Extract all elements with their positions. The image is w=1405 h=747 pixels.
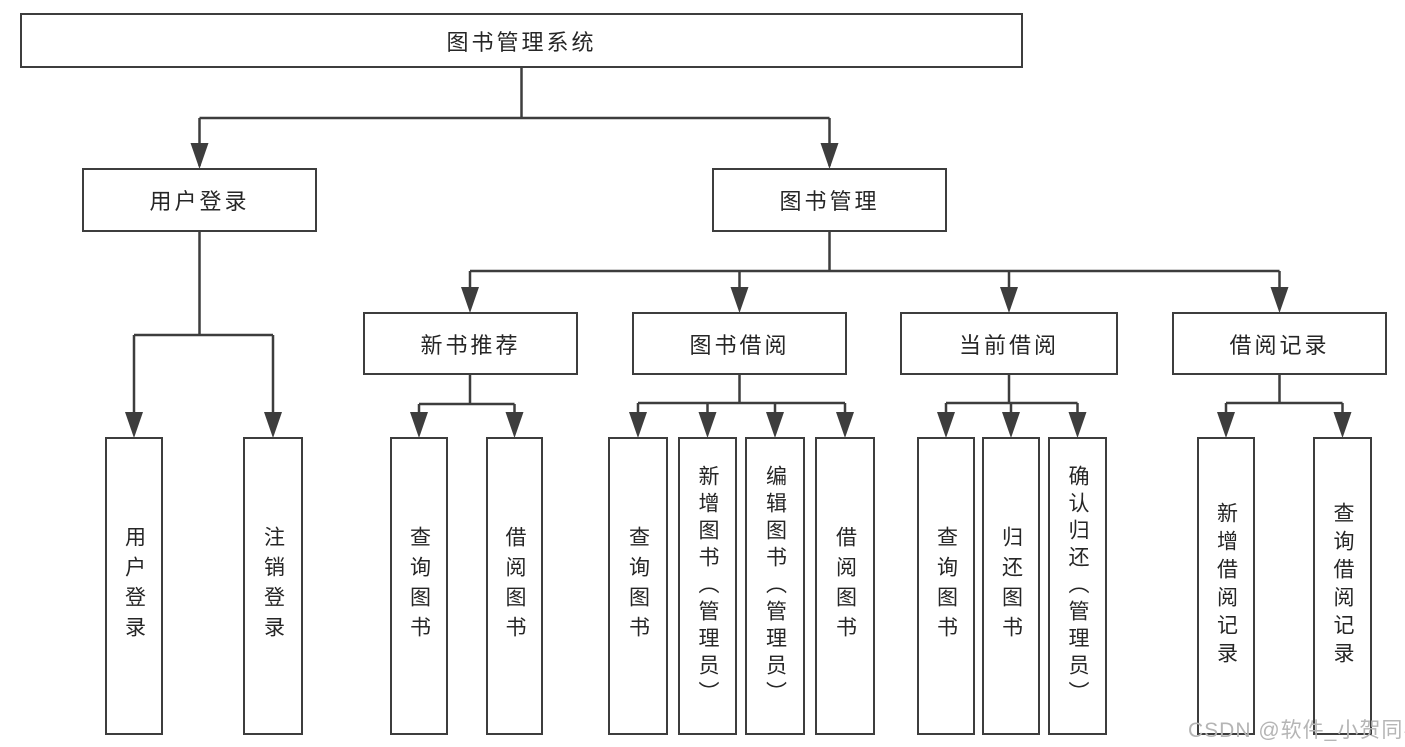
node-new-book-recommend: 新书推荐	[363, 312, 578, 375]
connector-paths	[132, 68, 1344, 434]
leaf-br-add-record-label: 新增借阅记录	[1214, 502, 1238, 670]
leaf-bb-query-books-label: 查询图书	[626, 526, 650, 646]
leaf-br-add-record: 新增借阅记录	[1197, 437, 1255, 735]
leaf-br-query-record-label: 查询借阅记录	[1331, 502, 1354, 670]
arrowheads	[125, 143, 1352, 438]
csdn-watermark: CSDN @软件_小贺同学	[1188, 719, 1405, 742]
node-borrow-records: 借阅记录	[1172, 312, 1387, 375]
leaf-nbr-query-books: 查询图书	[390, 437, 448, 735]
leaf-cb-confirm-return-admin: 确认归还（管理员）	[1048, 437, 1107, 735]
node-current-borrow: 当前借阅	[900, 312, 1118, 375]
leaf-bb-query-books: 查询图书	[608, 437, 668, 735]
leaf-nbr-borrow-books: 借阅图书	[486, 437, 543, 735]
leaf-bb-edit-books-admin: 编辑图书（管理员）	[745, 437, 805, 735]
leaf-nbr-borrow-books-label: 借阅图书	[503, 526, 526, 646]
leaf-bb-edit-books-admin-label: 编辑图书（管理员）	[763, 464, 787, 708]
leaf-user-login: 用户登录	[105, 437, 163, 735]
leaf-cb-query-books: 查询图书	[917, 437, 975, 735]
node-book-management: 图书管理	[712, 168, 947, 232]
leaf-logout: 注销登录	[243, 437, 303, 735]
node-root-library-system: 图书管理系统	[20, 13, 1023, 68]
leaf-br-query-record: 查询借阅记录	[1313, 437, 1372, 735]
leaf-bb-borrow-books-label: 借阅图书	[833, 526, 857, 646]
leaf-cb-confirm-return-admin-label: 确认归还（管理员）	[1066, 464, 1089, 708]
leaf-nbr-query-books-label: 查询图书	[407, 526, 431, 646]
leaf-logout-label: 注销登录	[261, 526, 285, 646]
leaf-bb-borrow-books: 借阅图书	[815, 437, 875, 735]
leaf-cb-return-books: 归还图书	[982, 437, 1040, 735]
leaf-cb-query-books-label: 查询图书	[934, 526, 958, 646]
leaf-user-login-label: 用户登录	[122, 526, 146, 646]
node-book-borrow: 图书借阅	[632, 312, 847, 375]
leaf-bb-add-books-admin-label: 新增图书（管理员）	[696, 464, 719, 708]
leaf-bb-add-books-admin: 新增图书（管理员）	[678, 437, 737, 735]
leaf-cb-return-books-label: 归还图书	[999, 526, 1023, 646]
node-user-login: 用户登录	[82, 168, 317, 232]
